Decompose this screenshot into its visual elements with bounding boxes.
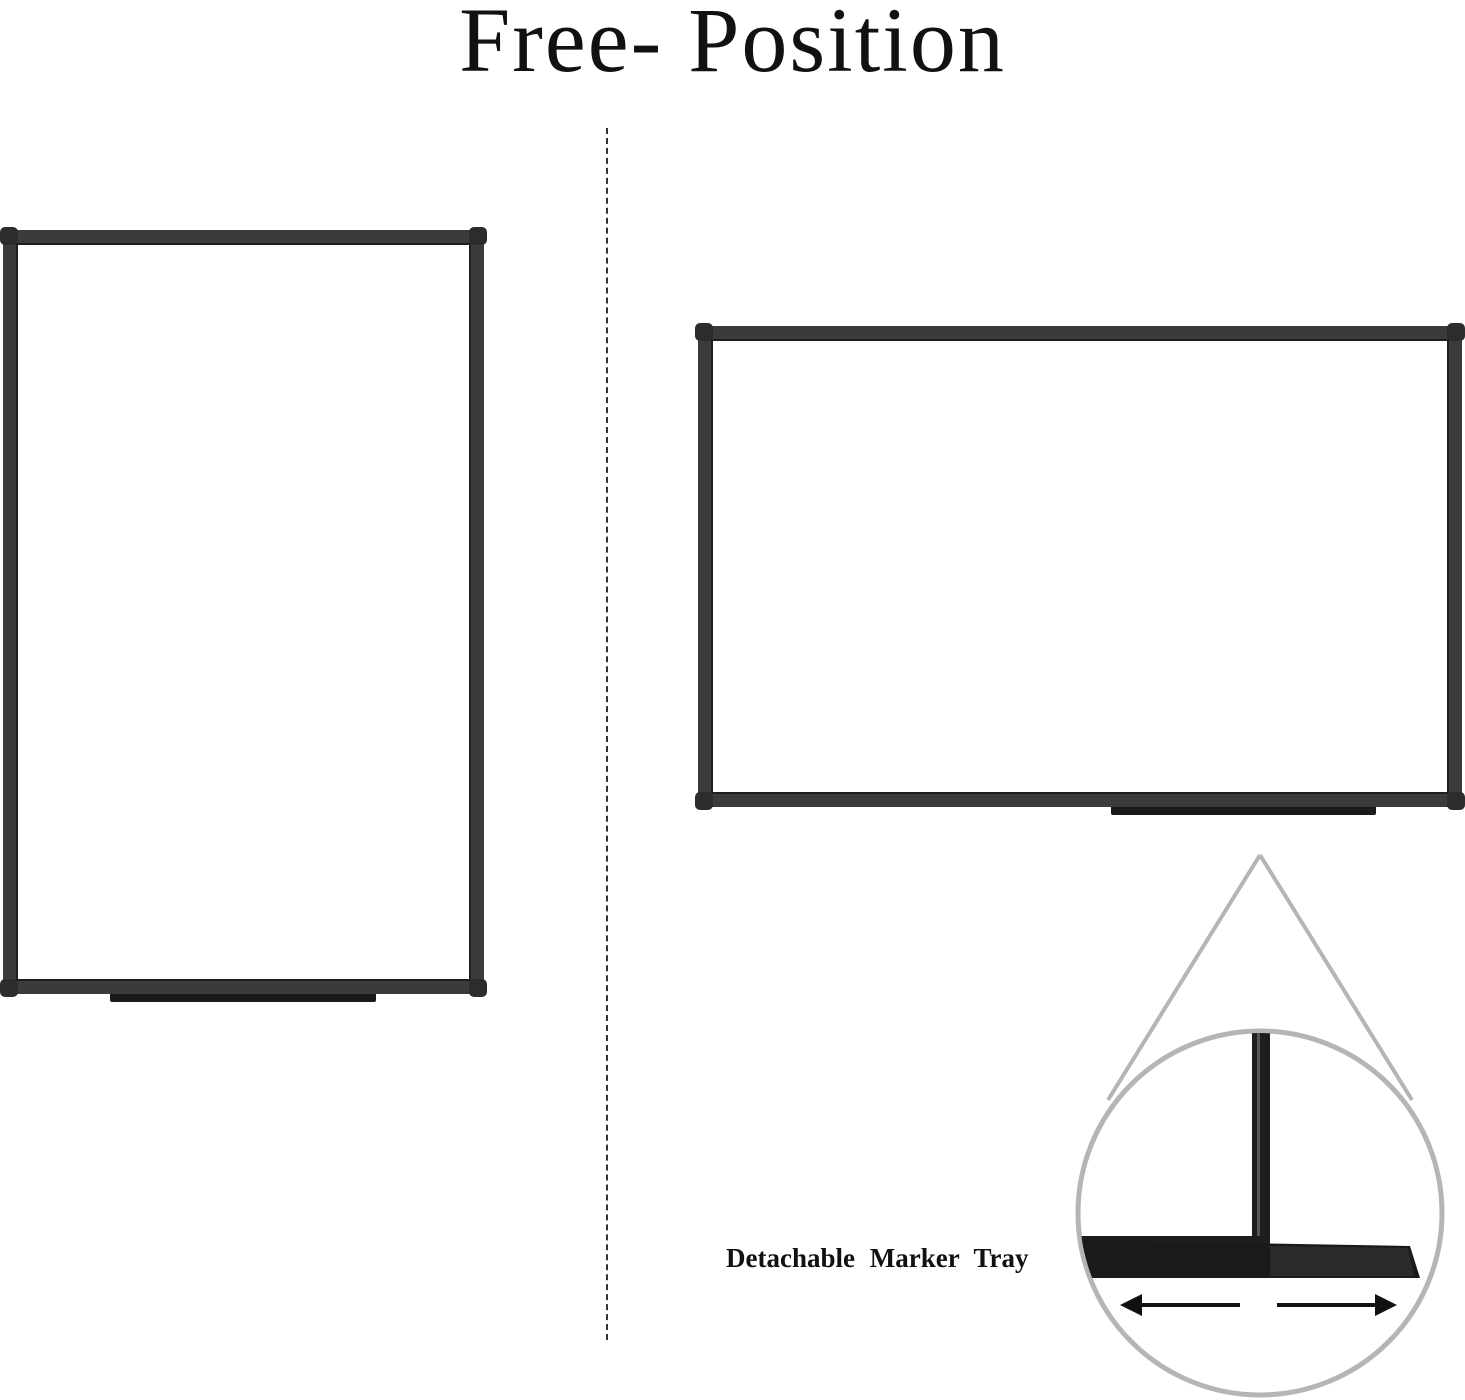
zoom-marker-tray: [1080, 1240, 1420, 1278]
whiteboard-landscape: [695, 323, 1465, 810]
marker-tray-landscape: [1111, 807, 1376, 815]
corner-cap: [469, 979, 487, 997]
corner-cap: [0, 979, 18, 997]
marker-tray-label: Detachable Marker Tray: [726, 1243, 1029, 1273]
page-title: Free- Position: [459, 0, 1006, 91]
corner-cap: [1447, 323, 1465, 341]
zoom-pointer-line-left: [1106, 853, 1262, 1102]
corner-cap: [1447, 792, 1465, 810]
zoom-pointer-line-right: [1258, 853, 1414, 1102]
dashed-divider: [606, 128, 608, 1340]
whiteboard-portrait: [0, 227, 487, 997]
marker-tray-portrait: [110, 994, 376, 1002]
corner-cap: [695, 323, 713, 341]
zoom-detail: [1080, 1033, 1420, 1316]
arrow-right-icon: [1277, 1294, 1397, 1316]
arrow-left-icon: [1120, 1294, 1240, 1316]
corner-cap: [469, 227, 487, 245]
corner-cap: [0, 227, 18, 245]
zoom-circle: [1075, 1028, 1445, 1398]
zoom-frame-post: [1252, 1033, 1270, 1245]
corner-cap: [695, 792, 713, 810]
zoom-frame-bar: [1080, 1236, 1270, 1254]
